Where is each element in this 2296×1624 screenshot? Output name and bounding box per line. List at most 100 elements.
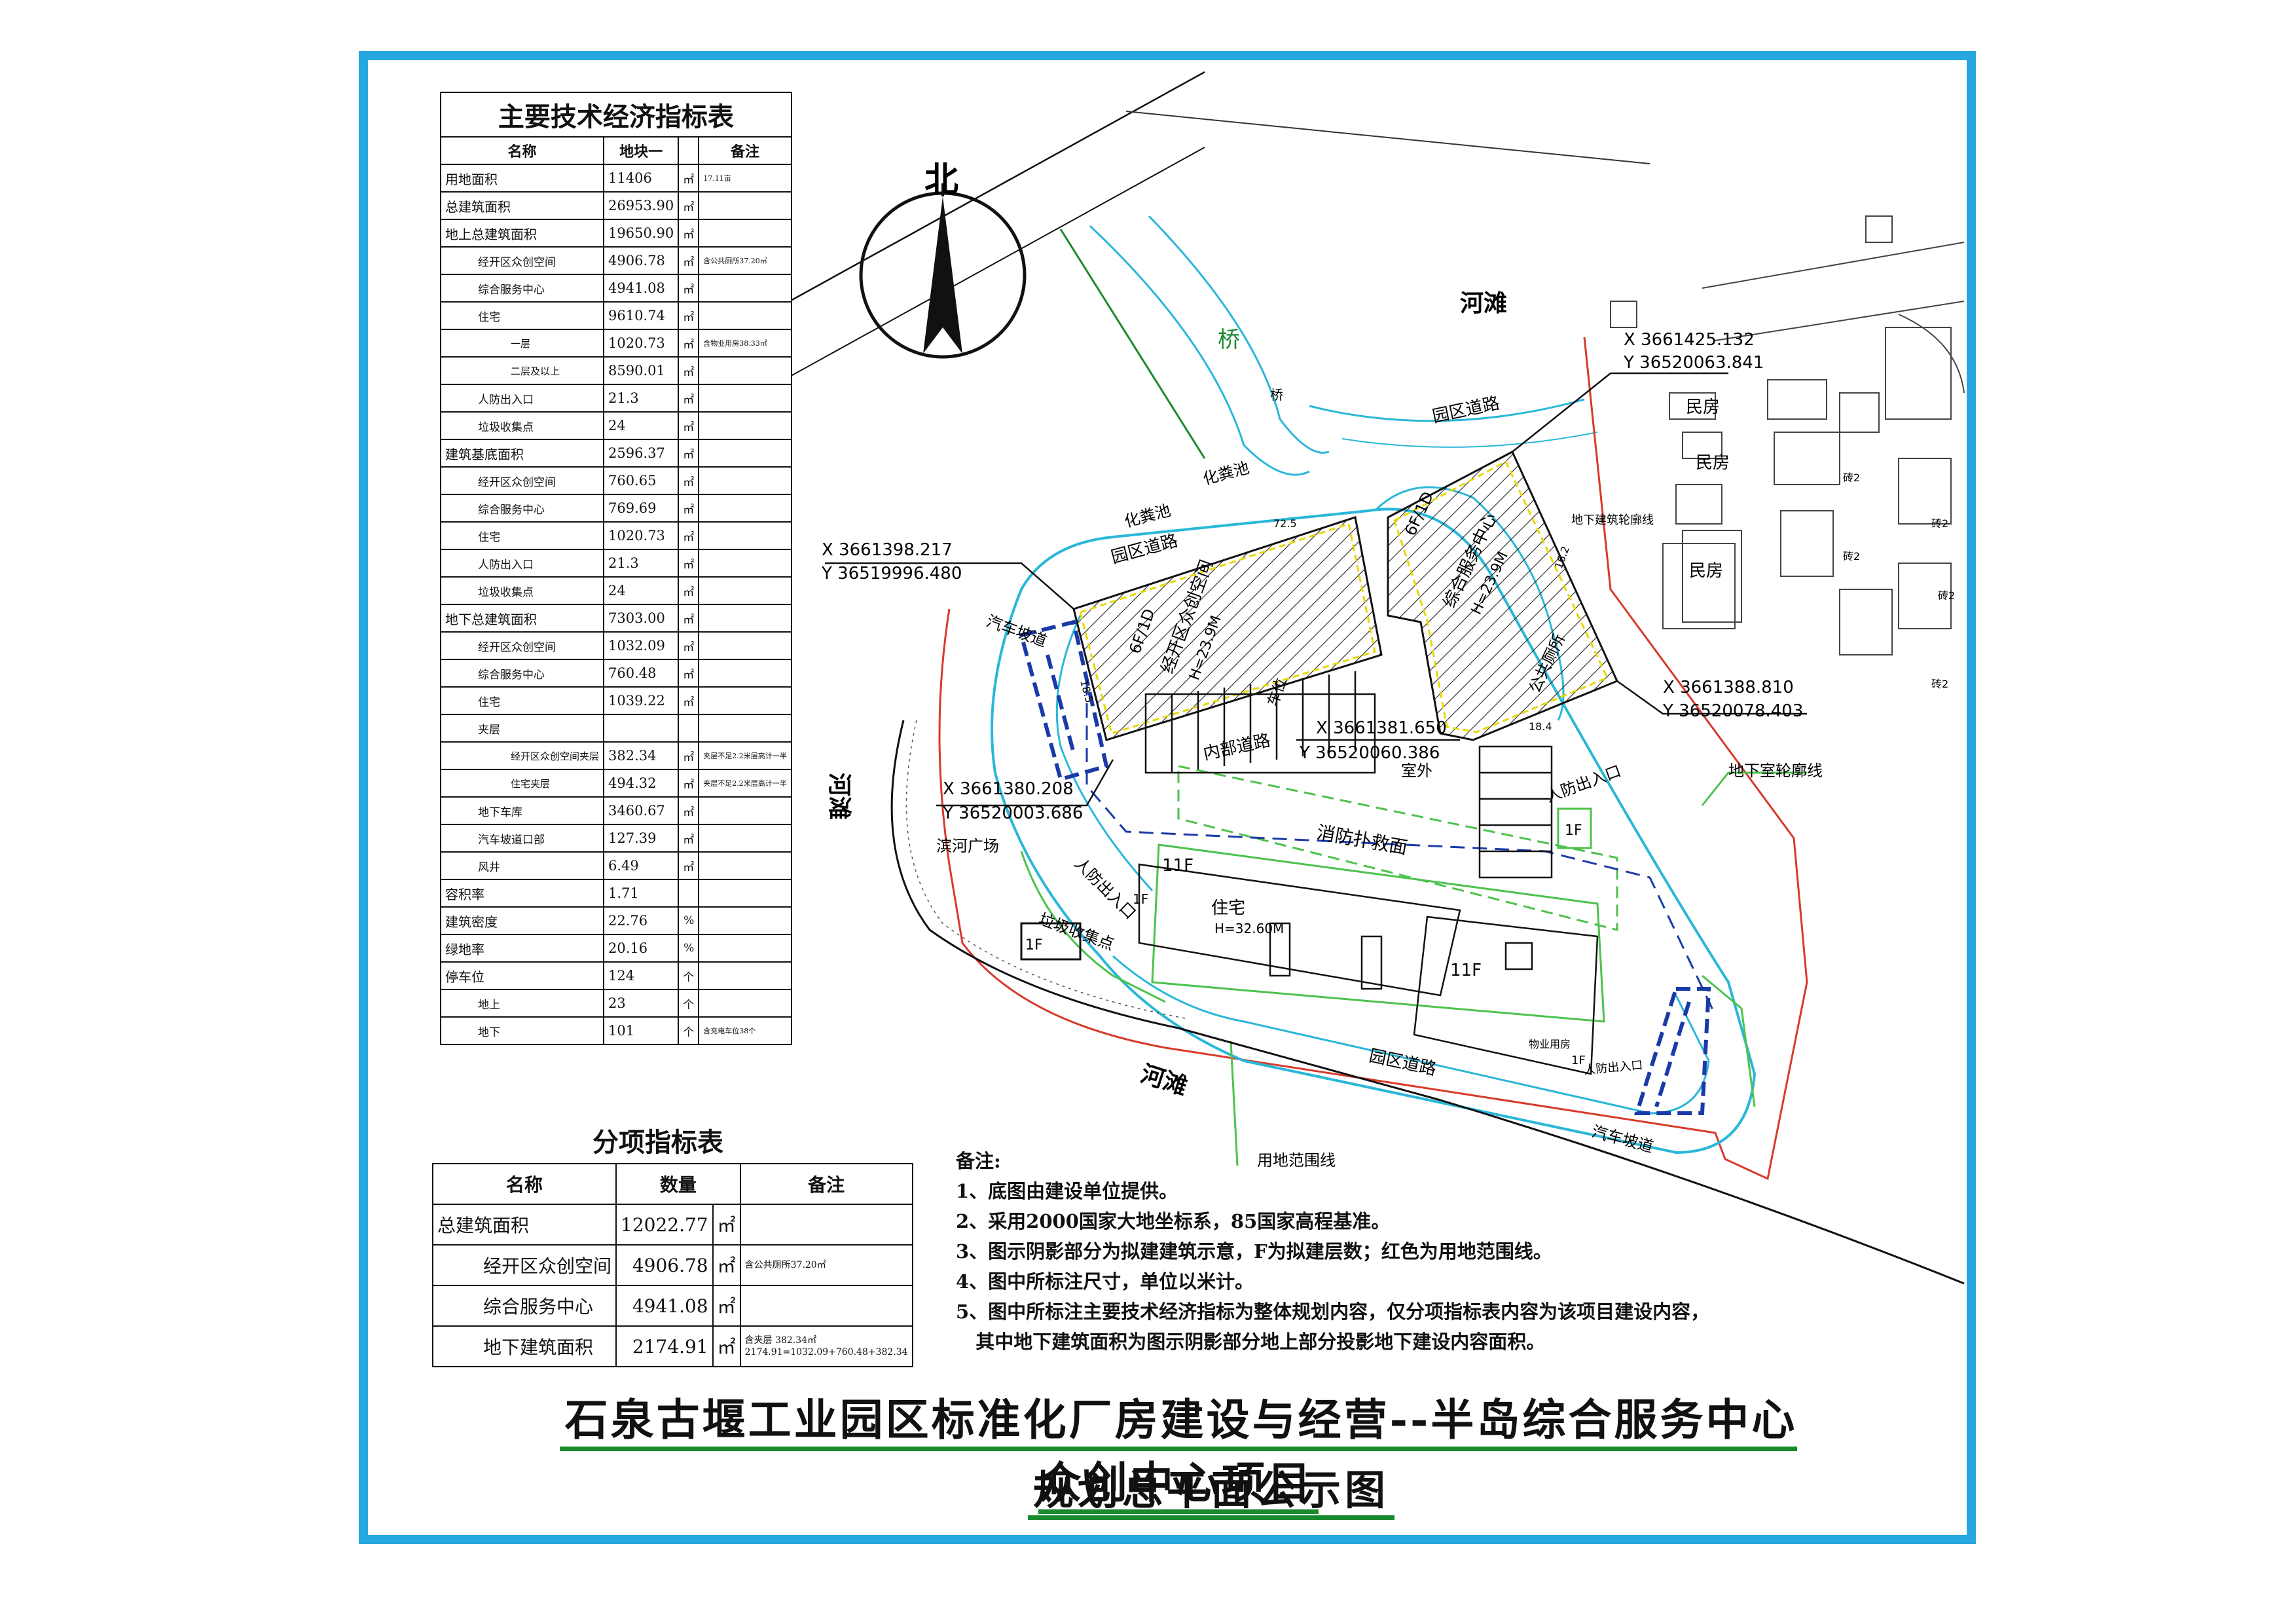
drawing-title: 石泉古堰工业园区标准化厂房建设与经营--半岛综合服务中心众创中心项目 [537,1385,1820,1514]
row-unit: ㎡ [712,1285,741,1327]
row-value: 6.49 [603,851,680,880]
ramp-left-label: 汽车坡道 [984,612,1049,650]
row-note: 17.11亩 [698,164,792,193]
row-label: 经开区众创空间夹层 [439,741,605,770]
sub-header-note: 备注 [739,1163,913,1205]
drawing-subtitle-text: 规划总平面公示图 [1027,1466,1394,1520]
row-label: 地下 [439,1016,605,1045]
row-note [698,989,792,1018]
civil-def-exit-right [1557,807,1592,849]
coord-3-y: Y 36520078.403 [1662,701,1803,721]
row-label: 垃圾收集点 [439,576,605,605]
row-label: 住宅 [439,521,605,550]
row-value: 3460.67 [603,796,680,825]
row-value: 8590.01 [603,356,680,385]
row-value: 760.65 [603,466,680,495]
row-value: 24 [603,411,680,440]
row-note [698,686,792,715]
row-label: 经开区众创空间 [431,1244,617,1286]
top-road-edge-2 [1341,432,1598,448]
north-label: 北 [924,160,958,200]
row-value: 20.16 [603,934,680,963]
row-label: 二层及以上 [439,356,605,385]
row-note: 含公共厕所37.20㎡ [739,1244,913,1286]
row-unit: ㎡ [712,1325,741,1367]
row-label: 地下总建筑面积 [439,604,605,633]
basement-outline-label: 地下建筑轮廓线 [1571,513,1654,527]
row-note [739,1285,913,1327]
row-note [698,604,792,633]
residence [1138,863,1599,1075]
bridge [1059,215,1330,476]
coord-4-y: Y 36520060.386 [1299,743,1440,763]
row-unit: ㎡ [678,796,700,825]
row-note [698,796,792,825]
row-unit: ㎡ [678,576,700,605]
drawing-title-text: 石泉古堰工业园区标准化厂房建设与经营--半岛综合服务中心众创中心项目 [559,1394,1798,1514]
row-label: 用地面积 [439,164,605,193]
row-unit: ㎡ [678,824,700,853]
basement-outline-right-label: 地下室轮廓线 [1728,762,1823,780]
house-small-1: 砖2 [1843,471,1860,484]
note-item: 4、图中所标注尺寸，单位以米计。 [956,1270,1254,1293]
coord-1-y: Y 36520063.841 [1623,353,1764,373]
row-label: 总建筑面积 [431,1204,617,1246]
row-label: 住宅 [439,686,605,715]
row-label: 住宅 [439,301,605,330]
notes-heading: 备注: [956,1150,1001,1172]
row-label: 综合服务中心 [439,659,605,688]
row-value [603,714,680,743]
row-value: 124 [603,961,680,990]
sub-header-name: 名称 [431,1163,617,1205]
house-small-3: 砖2 [1843,550,1860,563]
river-beach-top: 河滩 [1460,290,1507,317]
row-unit: ㎡ [678,274,700,303]
row-label: 建筑密度 [439,906,605,935]
row-unit: ㎡ [712,1244,741,1286]
row-unit: ㎡ [678,769,700,798]
row-value: 760.48 [603,659,680,688]
river-left: 河滩 [826,773,852,820]
row-unit [678,714,700,743]
coord-5-x: X 3661380.208 [943,779,1074,799]
row-label: 风井 [439,851,605,880]
row-value: 22.76 [603,906,680,935]
row-label: 容积率 [439,879,605,908]
row-unit: 个 [678,989,700,1018]
house-2: 民房 [1696,453,1730,473]
river-bank [890,720,1965,1285]
house-small-4: 砖2 [1938,589,1955,602]
drawing-subtitle: 规划总平面公示图 [1015,1457,1408,1520]
row-label: 经开区众创空间 [439,466,605,495]
river-bank-2 [905,720,1186,1019]
dim-right: 18.4 [1529,720,1552,733]
row-note: 夹层不足2.2米层高计一半 [698,769,792,798]
row-value: 1020.73 [603,521,680,550]
row-unit: ㎡ [678,219,700,248]
row-note [698,521,792,550]
house-3: 民房 [1689,561,1723,581]
row-note: 含物业用房38.33㎡ [698,329,792,358]
notes: 备注: 1、底图由建设单位提供。 2、采用2000国家大地坐标系，85国家高程基… [956,1146,1709,1357]
note-item: 5、图中所标注主要技术经济指标为整体规划内容，仅分项指标表内容为该项目建设内容， [956,1301,1710,1323]
row-unit: ㎡ [678,604,700,633]
row-label: 综合服务中心 [439,494,605,523]
row-label: 汽车坡道口部 [439,824,605,853]
